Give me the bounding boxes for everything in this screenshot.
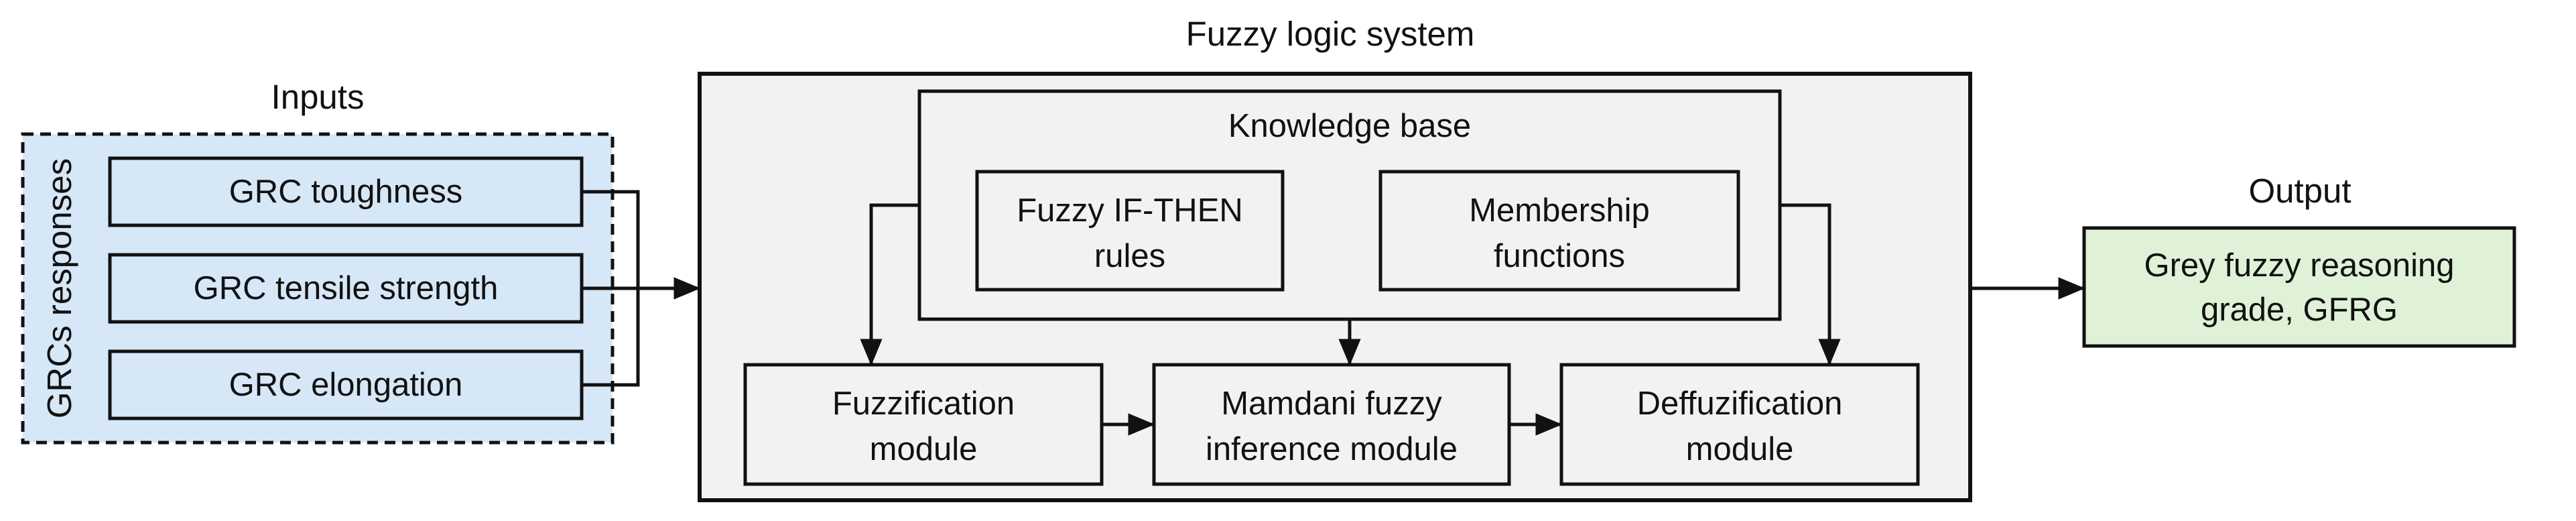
input-box-tensile-strength xyxy=(108,253,584,324)
rules-label-line2: rules xyxy=(1094,238,1165,274)
inference-label-line1: Mamdani fuzzy xyxy=(1221,386,1442,422)
output-label-line2: grade, GFRG xyxy=(2201,292,2398,328)
rules-box xyxy=(975,170,1285,292)
rules-label-line1: Fuzzy IF-THEN xyxy=(1017,192,1243,229)
input-box-elongation xyxy=(108,349,584,420)
membership-label-line2: functions xyxy=(1494,238,1625,274)
defuzzification-label-line1: Deffuzification xyxy=(1637,386,1843,422)
fuzzification-label-line1: Fuzzification xyxy=(832,386,1015,422)
defuzzification-box xyxy=(1559,363,1920,486)
arrow-kb-to-defuzzification xyxy=(1780,203,1841,366)
knowledge-base-title: Knowledge base xyxy=(1228,108,1471,144)
membership-label-line1: Membership xyxy=(1469,192,1650,229)
output-box xyxy=(2082,226,2516,348)
output-heading: Output xyxy=(2248,172,2351,210)
inference-label-line2: inference module xyxy=(1206,431,1458,467)
input-box-toughness xyxy=(108,156,584,227)
output-label-line1: Grey fuzzy reasoning xyxy=(2144,247,2455,284)
system-title: Fuzzy logic system xyxy=(1186,15,1475,53)
input-label-toughness: GRC toughness xyxy=(229,174,463,210)
defuzzification-label-line2: module xyxy=(1686,431,1794,467)
arrow-kb-to-fuzzification xyxy=(860,203,919,366)
inputs-heading: Inputs xyxy=(271,78,365,116)
membership-box xyxy=(1378,170,1740,292)
inputs-group-label: GRCs responses xyxy=(40,158,78,418)
fuzzification-box xyxy=(743,363,1104,486)
input-label-tensile-strength: GRC tensile strength xyxy=(194,270,499,306)
fuzzification-label-line2: module xyxy=(870,431,978,467)
input-label-elongation: GRC elongation xyxy=(229,367,463,403)
